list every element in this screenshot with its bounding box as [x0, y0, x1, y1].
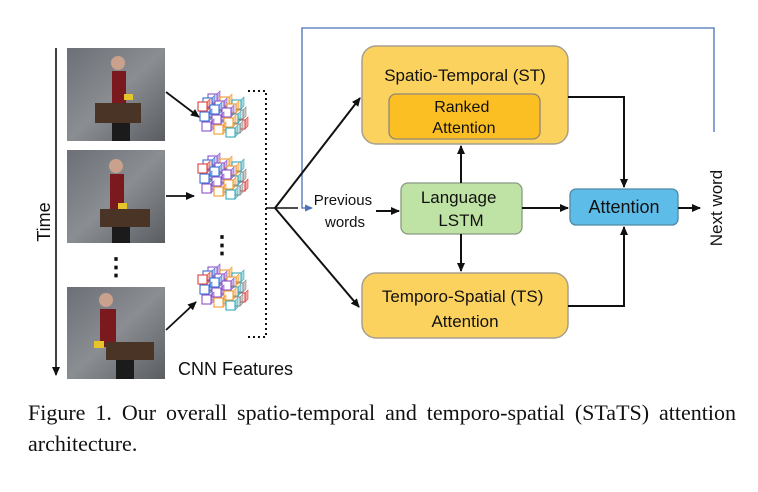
feature-cube — [213, 297, 224, 308]
feature-cube-side — [244, 116, 249, 130]
feature-cube — [201, 183, 212, 194]
feature-cube-side — [240, 96, 245, 110]
features-to-ts-arrow — [274, 207, 360, 308]
attention-label: Attention — [588, 197, 659, 217]
video-frame-3 — [67, 287, 165, 379]
feature-cube-side — [230, 166, 235, 180]
feature-cube-side — [235, 100, 240, 114]
frame-to-feature-arrow-3 — [165, 301, 197, 331]
ranked-attention-box — [388, 93, 541, 140]
cnn-feature-block-1 — [197, 90, 249, 138]
feature-cube — [199, 173, 210, 184]
cnn-features-label: CNN Features — [178, 359, 293, 379]
time-label: Time — [34, 202, 54, 241]
feature-cube-side — [239, 182, 244, 196]
feature-cube — [201, 121, 212, 132]
figure-caption: Figure 1. Our overall spatio-temporal an… — [28, 400, 736, 456]
features-dotted-bracket — [248, 90, 267, 338]
feature-cube — [225, 189, 236, 200]
ranked-attention-label: Ranked Attention — [432, 99, 495, 137]
feature-cube-side — [232, 287, 237, 301]
feature-cube-side — [242, 106, 247, 120]
cnn-feature-block-3 — [197, 263, 249, 311]
feature-cube — [225, 300, 236, 311]
feature-cube-side — [237, 172, 242, 186]
feature-cube-side — [239, 120, 244, 134]
st-attention-title: Spatio-Temporal (ST) — [384, 66, 546, 85]
feature-cube-side — [240, 269, 245, 283]
feature-cube-side — [239, 293, 244, 307]
feature-cube — [197, 101, 208, 112]
feature-cube-side — [237, 110, 242, 124]
feature-cube-side — [235, 273, 240, 287]
feature-cube-side — [235, 162, 240, 176]
video-frame-2 — [67, 150, 165, 243]
architecture-diagram: Time ⋮ ⋮ CNN Features — [34, 27, 726, 379]
feature-cube — [199, 284, 210, 295]
feature-cube-side — [232, 176, 237, 190]
feature-cube — [213, 186, 224, 197]
feature-cube — [213, 124, 224, 135]
language-lstm-label: Language LSTM — [421, 188, 501, 230]
feature-cube — [201, 294, 212, 305]
features-to-st-arrow — [274, 97, 361, 209]
feature-cube-side — [240, 158, 245, 172]
feature-cube-side — [242, 279, 247, 293]
ts-to-attention-arrow — [568, 226, 628, 307]
cnn-feature-block-2 — [197, 152, 249, 200]
feature-cube-side — [237, 283, 242, 297]
feature-cube — [197, 163, 208, 174]
next-word-feedback-line — [301, 27, 715, 212]
ts-attention-label: Temporo-Spatial (TS) Attention — [382, 287, 548, 331]
feature-cube-side — [242, 168, 247, 182]
previous-words-label: Previous words — [314, 192, 377, 231]
feature-cube-side — [234, 297, 239, 311]
feature-cube-side — [234, 124, 239, 138]
next-word-label: Next word — [707, 170, 726, 247]
st-to-attention-arrow — [568, 96, 628, 188]
feature-cube-side — [244, 178, 249, 192]
features-ellipsis: ⋮ — [210, 232, 234, 259]
feature-cube — [197, 274, 208, 285]
feature-cube-side — [230, 277, 235, 291]
feature-cube — [199, 111, 210, 122]
feature-cube-side — [230, 104, 235, 118]
feature-cube — [225, 127, 236, 138]
feature-cube-side — [244, 289, 249, 303]
feature-cube-side — [234, 186, 239, 200]
video-frame-1 — [67, 48, 165, 141]
frame-to-feature-arrow-1 — [165, 91, 200, 118]
frames-ellipsis: ⋮ — [104, 254, 128, 281]
feature-cube-side — [232, 114, 237, 128]
